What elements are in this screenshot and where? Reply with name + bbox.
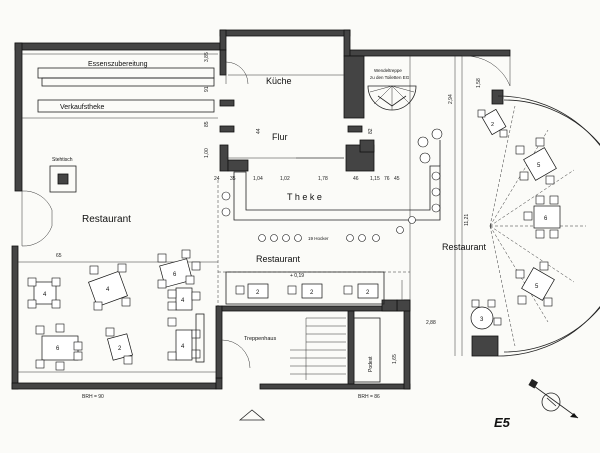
svg-text:46: 46 — [353, 176, 359, 182]
wendeltreppe-label-1: Wendeltreppe — [374, 68, 402, 73]
restaurant-right-label: Restaurant — [442, 242, 487, 252]
svg-text:3: 3 — [480, 317, 484, 323]
svg-text:11,21: 11,21 — [464, 214, 470, 226]
svg-text:1,00: 1,00 — [204, 148, 210, 158]
entrance-door-left — [21, 190, 53, 247]
level-label: + 0,19 — [290, 273, 304, 279]
podest-label: Podest — [368, 356, 374, 372]
theke-label: T h e k e — [287, 192, 322, 202]
sheet-id-label: E5 — [494, 415, 511, 430]
svg-text:2: 2 — [310, 290, 314, 296]
center-bench: 2 2 2 + 0,19 — [225, 271, 385, 305]
svg-text:3,85: 3,85 — [204, 52, 210, 62]
svg-text:4: 4 — [43, 292, 47, 298]
svg-text:85: 85 — [204, 121, 210, 127]
svg-text:4: 4 — [106, 287, 110, 293]
svg-text:2: 2 — [118, 346, 122, 352]
brh-left-label: BRH = 90 — [82, 394, 104, 400]
kitchen-door — [225, 61, 249, 85]
svg-text:4: 4 — [181, 344, 185, 350]
svg-text:82: 82 — [368, 128, 374, 134]
stehtisch-label: Stehtisch — [52, 157, 73, 163]
svg-text:2,94: 2,94 — [448, 94, 454, 104]
stairwell: Treppenhaus Podest — [221, 317, 381, 383]
svg-text:91: 91 — [204, 86, 210, 92]
svg-text:35: 35 — [230, 176, 236, 182]
svg-text:5: 5 — [535, 284, 539, 290]
kueche-label: Küche — [266, 76, 292, 86]
left-tables: 4 4 6 6 2 4 4 — [27, 249, 205, 371]
svg-text:44: 44 — [256, 128, 262, 134]
svg-text:6: 6 — [173, 272, 177, 278]
right-tables: 2 5 6 5 3 — [470, 108, 561, 330]
barhocker-label: 19 Hocker — [308, 236, 329, 241]
svg-text:5: 5 — [537, 163, 541, 169]
svg-text:2,88: 2,88 — [426, 320, 436, 326]
theke-counter: T h e k e — [233, 140, 441, 221]
treppenhaus-label: Treppenhaus — [244, 336, 276, 342]
flur-label: Flur — [272, 132, 288, 142]
stehtisch: Stehtisch — [49, 157, 77, 193]
thin-lines — [18, 53, 463, 373]
svg-text:24: 24 — [214, 176, 220, 182]
svg-text:6: 6 — [56, 346, 60, 352]
restaurant-center-label: Restaurant — [256, 254, 301, 264]
svg-text:76: 76 — [384, 176, 390, 182]
verkaufstheke-label: Verkaufstheke — [60, 104, 104, 111]
svg-text:1,02: 1,02 — [280, 176, 290, 182]
svg-text:1,15: 1,15 — [370, 176, 380, 182]
dimensions: 3,85 91 85 1,00 24 35 1,04 1,02 1,78 46 … — [56, 52, 482, 364]
svg-text:2: 2 — [366, 290, 370, 296]
outer-walls — [11, 29, 511, 390]
wendeltreppe-label-2: zu den Toiletten EG — [370, 75, 410, 80]
svg-text:2: 2 — [491, 122, 494, 128]
north-arrow-icon — [528, 378, 579, 419]
essenszubereitung-counter: Essenszubereitung — [37, 61, 215, 87]
svg-text:1,65: 1,65 — [392, 354, 398, 364]
svg-text:4: 4 — [181, 298, 185, 304]
svg-text:1,04: 1,04 — [253, 176, 263, 182]
svg-text:45: 45 — [394, 176, 400, 182]
restaurant-left-label: Restaurant — [82, 214, 131, 225]
svg-text:1,58: 1,58 — [476, 78, 482, 88]
entrance-marker — [238, 409, 266, 421]
brh-right-label: BRH = 86 — [358, 394, 380, 400]
theke-stools: 19 Hocker — [221, 128, 443, 242]
essenszubereitung-label: Essenszubereitung — [88, 61, 148, 68]
svg-text:1,78: 1,78 — [318, 176, 328, 182]
svg-text:65: 65 — [56, 253, 62, 259]
svg-text:2: 2 — [256, 290, 260, 296]
verkaufstheke-counter: Verkaufstheke — [37, 99, 215, 113]
wendeltreppe: Wendeltreppe zu den Toiletten EG — [367, 68, 417, 111]
svg-text:6: 6 — [544, 216, 548, 222]
